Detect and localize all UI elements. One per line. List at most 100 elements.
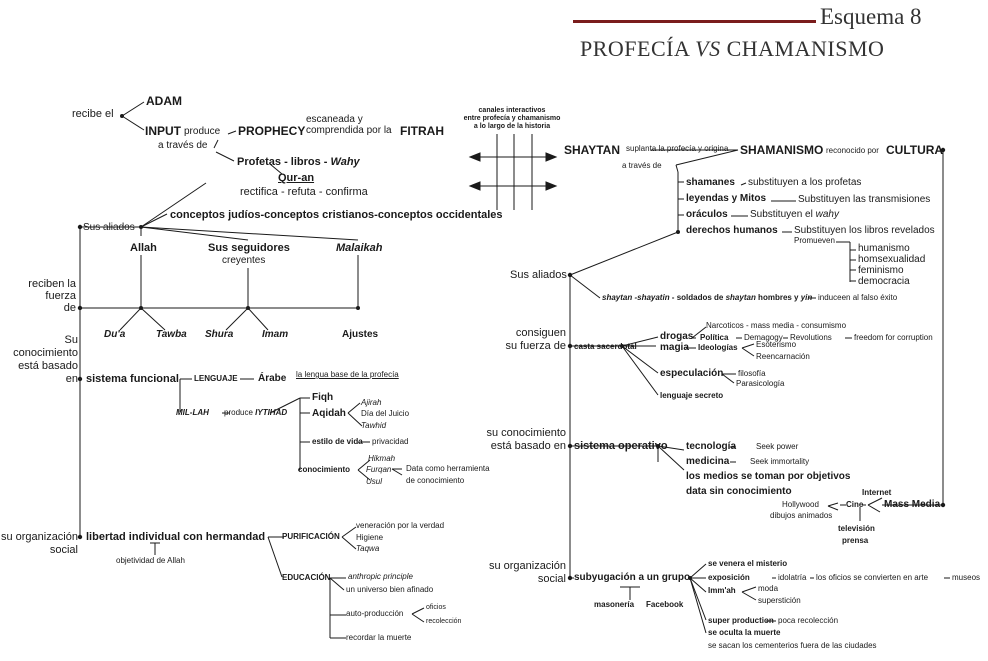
reciben-label-2: fuerza <box>45 290 76 302</box>
input-node: INPUT <box>145 124 181 138</box>
leyendas-node: leyendas y Mitos <box>686 193 767 204</box>
org-left-label-2: social <box>49 544 78 556</box>
profetas-node: Profetas - libros - Wahy <box>237 156 360 169</box>
su-con-label-2: conocimiento <box>13 347 78 359</box>
comprendida-label: comprendida por la <box>306 125 392 136</box>
medios-node: los medios se toman por objetivos <box>686 471 851 482</box>
title-part-a: PROFECÍA <box>580 36 696 61</box>
data-sin-node: data sin conocimiento <box>686 486 792 497</box>
soldados-node: shaytan -shayatin - soldados de shaytan … <box>602 293 812 303</box>
seguidores-node: Sus seguidores <box>208 242 290 254</box>
promueven-label: Promueven <box>794 236 835 245</box>
autoproduccion-label: auto-producción <box>346 609 404 618</box>
data-herramienta-label-1: Data como herramienta <box>406 464 490 473</box>
sus-aliados-right: Sus aliados <box>510 269 567 281</box>
exposicion-node: exposición <box>708 573 750 582</box>
recordar-label: recordar la muerte <box>346 633 412 642</box>
libertad-node: libertad individual con hermandad <box>86 531 266 543</box>
consiguen-label-2: su fuerza de <box>505 340 566 352</box>
freedom-label: freedom for corruption <box>854 333 933 342</box>
anthropic-label: anthropic principle <box>348 572 413 581</box>
medicina-node: medicina <box>686 456 730 467</box>
su-con-label-3: está basado <box>18 360 78 372</box>
immah-node: Imm'ah <box>708 586 736 595</box>
inducen-label: induceen al falso éxito <box>818 293 898 302</box>
ijtihad-label: produce IYTIHAD <box>224 408 287 418</box>
arabe-node: Árabe <box>258 373 287 384</box>
feminismo-label: feminismo <box>858 265 904 276</box>
reciben-label-1: reciben la <box>28 278 76 290</box>
furqan-label: Furqan <box>366 465 392 474</box>
ajirah-label: Ajirah <box>361 398 382 407</box>
subst-libros-label: Substituyen los libros revelados <box>794 225 935 236</box>
oficios-arte-label: los oficios se convierten en arte <box>816 573 929 582</box>
magia-node: magia <box>660 342 689 353</box>
super-production-node: super production <box>708 616 774 625</box>
sistema-operativo-node: sistema operativo <box>574 440 668 452</box>
reciben-label-3: de <box>63 302 76 314</box>
shaytan2-text: shaytan <box>725 293 756 302</box>
humanismo-label: humanismo <box>858 243 910 254</box>
org-right-label-2: social <box>537 573 566 585</box>
title-vs: VS <box>695 36 721 61</box>
dua-node: Du'a <box>104 329 126 340</box>
produce2-text: produce <box>224 408 256 417</box>
title-part-b: CHAMANISMO <box>720 36 885 61</box>
internet-node: Internet <box>862 488 892 497</box>
democracia-label: democracia <box>858 276 910 287</box>
hombres-text: hombres y <box>755 293 801 302</box>
educacion-node: EDUCACIÓN <box>282 573 331 582</box>
reencarnacion-label: Reencarnación <box>756 352 810 361</box>
prophecy-node: PROPHECY <box>238 124 306 138</box>
su-con-right-1: su conocimiento <box>486 427 567 439</box>
oculta-node: se oculta la muerte <box>708 628 781 637</box>
subst-wahy-label: Substituyen el wahy <box>750 209 839 221</box>
drogas-node: drogas <box>660 331 694 342</box>
homsexualidad-label: homsexualidad <box>858 254 926 265</box>
shamanes-node: shamanes <box>686 177 735 188</box>
higiene-label: Higiene <box>356 533 384 542</box>
masoneria-node: masonería <box>594 600 635 609</box>
adam-node: ADAM <box>146 94 182 108</box>
poca-label: poca recolección <box>778 616 839 625</box>
recoleccion-label: recolección <box>426 618 462 625</box>
reconocido-label: reconocido por <box>826 146 879 155</box>
lenguaje-secreto-node: lenguaje secreto <box>660 391 724 400</box>
lenguaje-node: LENGUAJE <box>194 374 238 383</box>
mass-media-node: Mass Media <box>884 499 941 510</box>
produce-label: produce <box>184 126 221 137</box>
data-herramienta-label-2: de conocimiento <box>406 476 465 485</box>
seek-immortality-label: Seek immortality <box>750 457 810 466</box>
shaytan-node: SHAYTAN <box>564 143 621 157</box>
shura-node: Shura <box>205 329 234 340</box>
television-node: televisión <box>838 524 875 533</box>
malaikah-node: Malaikah <box>336 242 383 254</box>
canales-label-3: a lo largo de la historia <box>473 123 551 130</box>
cine-node: Cine <box>846 500 864 509</box>
su-con-label-4: en <box>65 373 78 385</box>
profetas-text: Profetas - libros - <box>237 156 331 168</box>
quran-node: Qur-an <box>278 172 315 184</box>
shaytan-sh-text: shaytan -shayatin <box>602 293 670 302</box>
usul-label: Usul <box>366 477 383 486</box>
tawhid-label: Tawhid <box>361 421 387 430</box>
filosofia-label: filosofía <box>738 369 766 378</box>
estilo-node: estilo de vida <box>312 437 363 446</box>
oficios-label: oficios <box>426 604 446 611</box>
canales-label-1: canales interactivos <box>478 107 546 114</box>
yin-text: yin <box>800 293 813 302</box>
facebook-node: Facebook <box>646 600 684 609</box>
universo-label: un universo bien afinado <box>346 585 434 594</box>
lengua-base-label: la lengua base de la profecía <box>296 370 399 379</box>
purificacion-node: PURIFICACIÓN <box>282 532 340 541</box>
taqwa-label: Taqwa <box>356 544 380 553</box>
esoterismo-label: Esoterismo <box>756 340 797 349</box>
venera-node: se venera el misterio <box>708 559 788 568</box>
cultura-node: CULTURA <box>886 143 944 157</box>
escaneada-label: escaneada y <box>306 114 363 125</box>
allah-node: Allah <box>130 242 157 254</box>
aqidah-node: Aqidah <box>312 408 346 419</box>
especulacion-node: especulación <box>660 368 724 379</box>
oraculos-node: oráculos <box>686 209 728 220</box>
creyentes-label: creyentes <box>222 255 266 266</box>
